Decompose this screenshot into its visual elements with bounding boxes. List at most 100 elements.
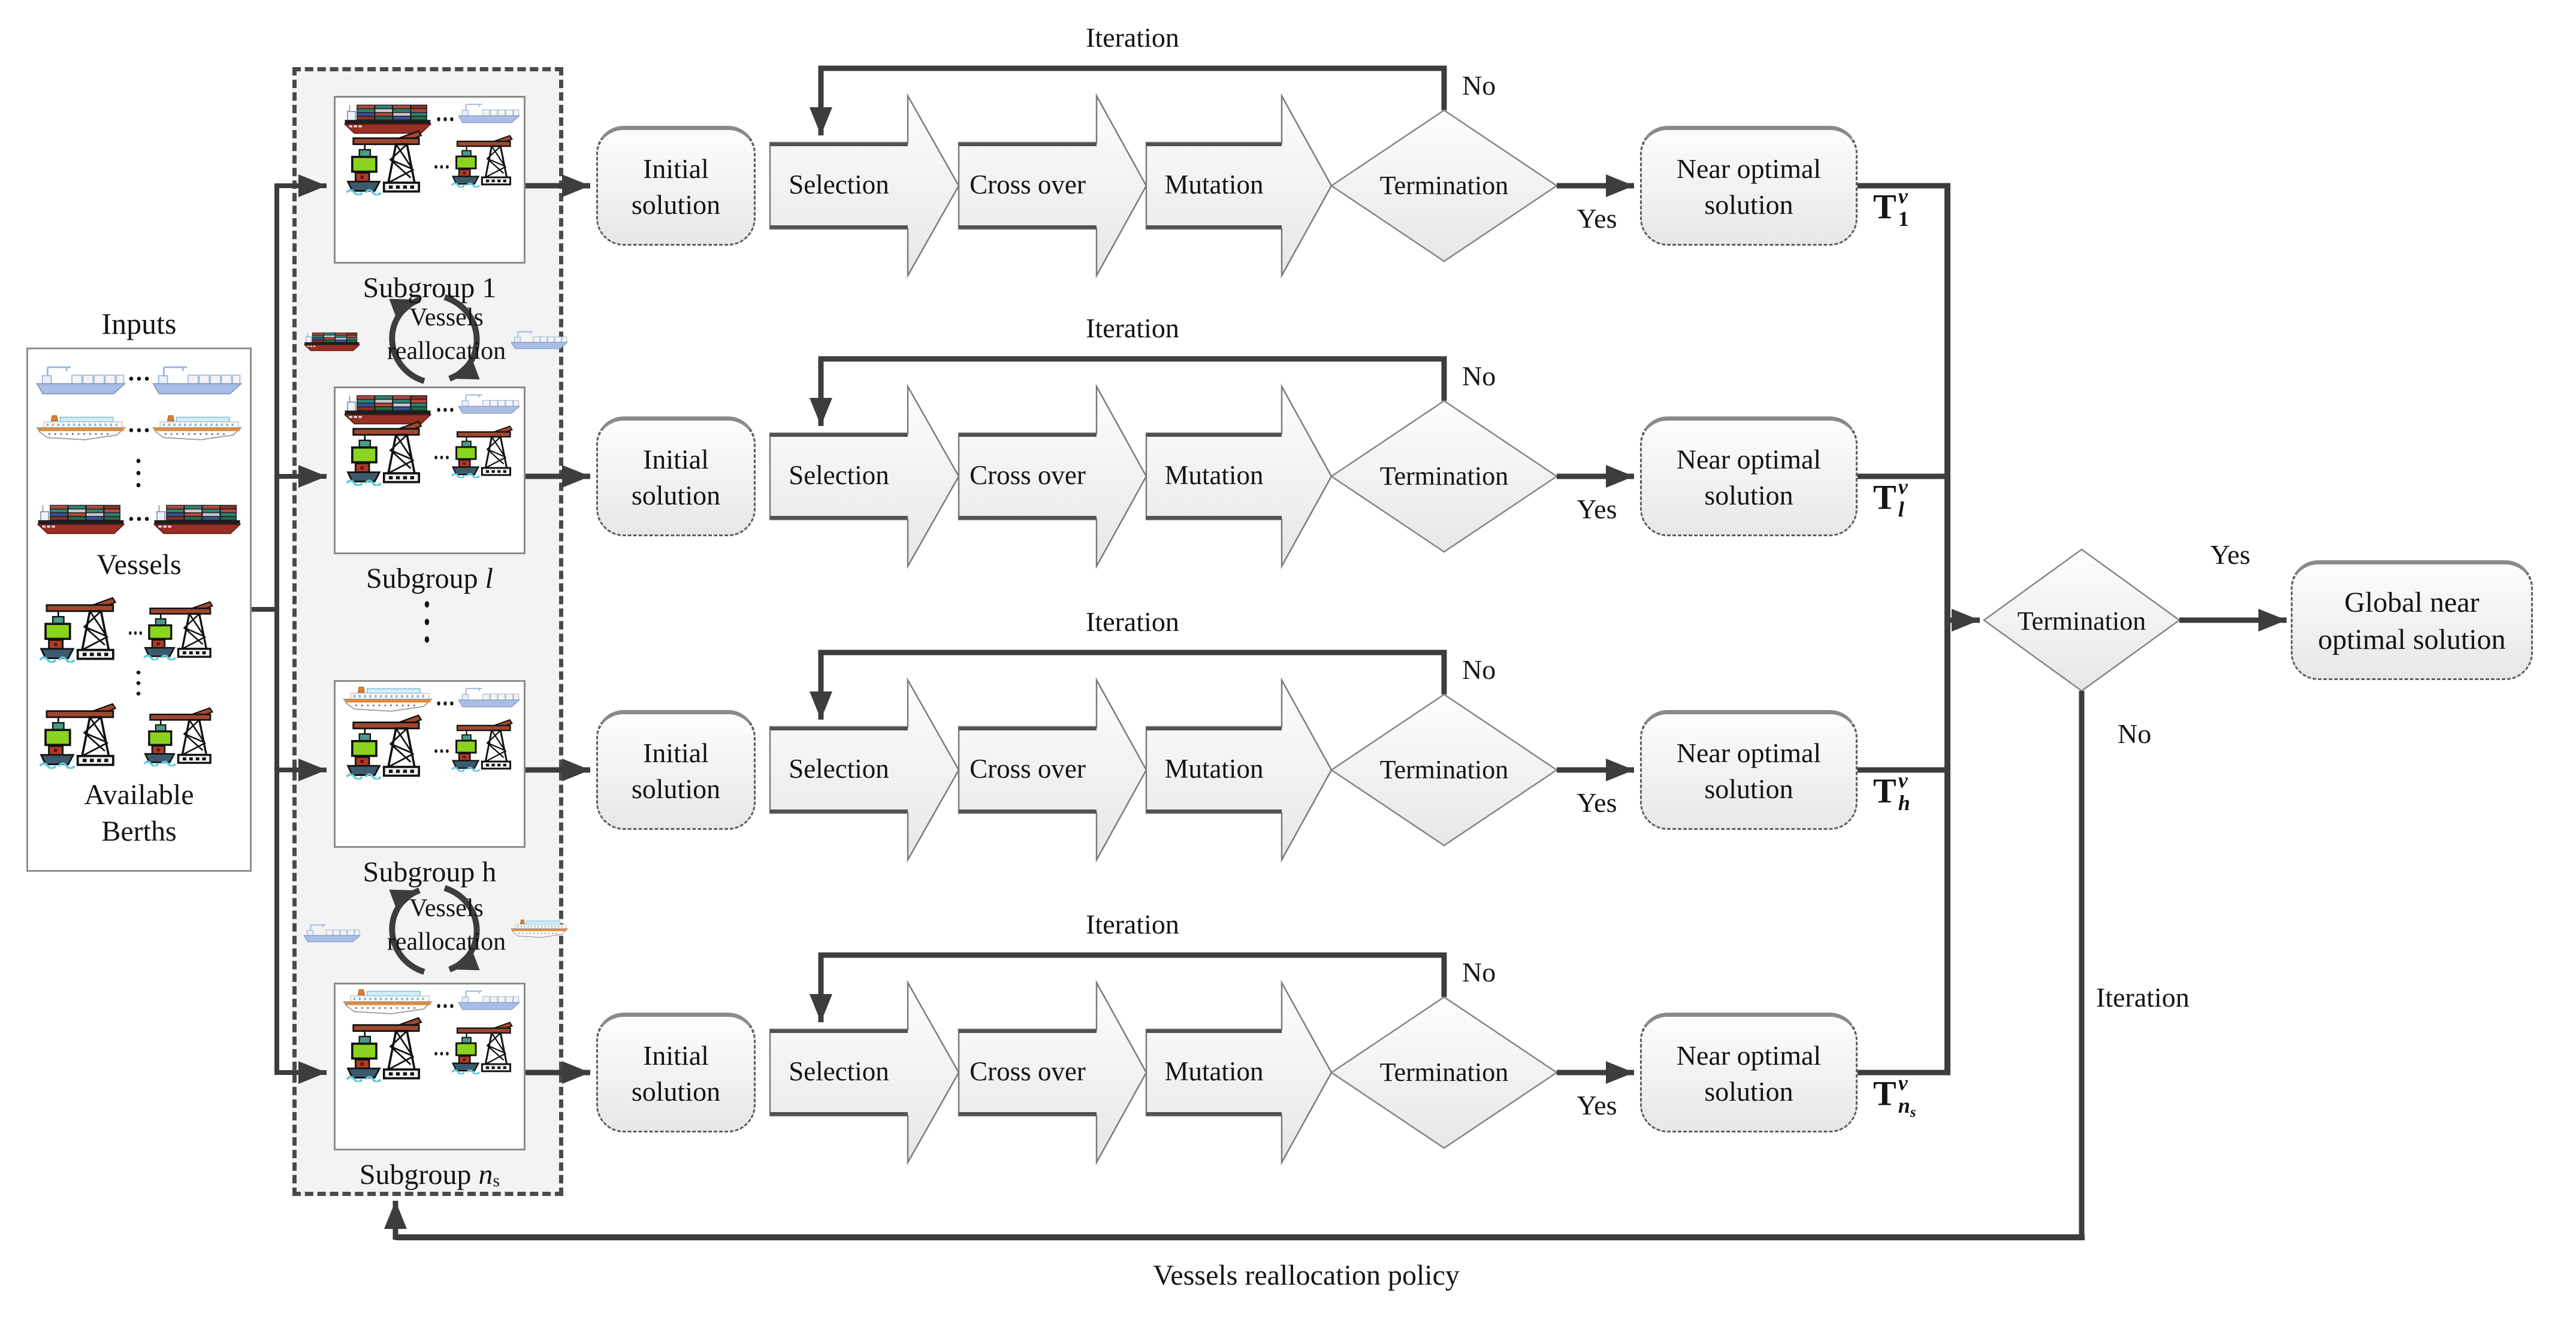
crane-berth-icon [345, 129, 433, 195]
subgroup-label-prefix: Subgroup [366, 563, 485, 594]
crane-berth-icon [143, 600, 223, 660]
crane-berth-icon [143, 706, 223, 766]
t-symbol-base: T [1873, 478, 1896, 516]
ellipsis-icon [434, 162, 449, 167]
near-optimal-solution-box-label: Near optimal solution [1676, 153, 1822, 220]
subgroup-label-var-sub: s [493, 1171, 500, 1191]
ellipsis-icon [128, 628, 143, 633]
t-symbol-base: T [1873, 771, 1896, 810]
initial-solution-box-label: Initial solution [631, 153, 721, 220]
ellipsis-icon [128, 425, 150, 431]
t-symbol-sub: h [1898, 791, 1910, 815]
selection-arrow-label: Selection [789, 754, 889, 784]
crane-berth-icon [451, 134, 521, 188]
final-no-label: No [2118, 718, 2152, 749]
vessels-reallocation-label-line1: Vessels [409, 304, 484, 331]
crossover-arrow-label: Cross over [970, 460, 1086, 490]
yes-label: Yes [1577, 1090, 1617, 1120]
initial-solution-box: Initial solution [596, 126, 756, 246]
crossover-arrow-label: Cross over [970, 1056, 1086, 1086]
t-symbol-subsub: s [1910, 1104, 1916, 1121]
ellipsis-icon [434, 452, 449, 458]
selection-arrow-label: Selection [789, 1056, 889, 1086]
t-symbol-base: T [1873, 1074, 1896, 1113]
final-iteration-label: Iteration [2096, 982, 2190, 1013]
final-termination-diamond-label: Termination [2017, 606, 2146, 636]
termination-diamond-label: Termination [1379, 1058, 1509, 1087]
near-optimal-solution-box: Near optimal solution [1640, 1013, 1858, 1132]
near-optimal-solution-box: Near optimal solution [1640, 416, 1858, 536]
subgroup-label-var: h [482, 856, 497, 888]
cruise-ship-icon [152, 415, 242, 443]
vessels-reallocation-policy-label: Vessels reallocation policy [1153, 1259, 1460, 1291]
available-berths-label: Available Berths [84, 779, 194, 848]
container-ship-icon [511, 328, 568, 349]
subgroup-label: Subgroup ns [334, 1156, 526, 1193]
ellipsis-icon [436, 1001, 454, 1007]
cruise-ship-icon [36, 415, 126, 443]
subgroup-label-var: 1 [482, 272, 497, 304]
ellipsis-icon [128, 514, 150, 520]
iteration-label: Iteration [1086, 909, 1179, 940]
no-label: No [1462, 957, 1496, 987]
ellipsis-icon [436, 114, 454, 120]
vertical-ellipsis-icon [135, 457, 141, 490]
initial-solution-box: Initial solution [596, 416, 756, 536]
termination-diamond-label: Termination [1379, 755, 1509, 784]
yes-label: Yes [1577, 787, 1617, 818]
t-symbol-sub: l [1898, 497, 1904, 522]
no-label: No [1462, 70, 1496, 101]
t-symbol-sup: v [1898, 768, 1908, 792]
initial-solution-box: Initial solution [596, 710, 756, 830]
crane-berth-icon [345, 420, 433, 486]
t-symbol-sup: v [1898, 184, 1908, 208]
iteration-label: Iteration [1086, 22, 1179, 53]
subgroup-label-prefix: Subgroup [363, 856, 482, 888]
termination-diamond-label: Termination [1379, 461, 1509, 491]
inputs-title: Inputs [101, 307, 177, 340]
selection-arrow-label: Selection [789, 170, 889, 200]
container-ship-icon [303, 922, 361, 943]
initial-solution-box-label: Initial solution [631, 1040, 721, 1107]
no-label: No [1462, 361, 1496, 391]
global-near-optimal-box: Global near optimal solution [2291, 560, 2533, 680]
cruise-ship-icon [511, 919, 568, 940]
selection-arrow-label: Selection [789, 460, 889, 490]
cruise-ship-icon [343, 686, 433, 715]
no-label: No [1462, 654, 1496, 685]
mutation-arrow-label: Mutation [1164, 1056, 1264, 1086]
initial-solution-box-label: Initial solution [631, 738, 721, 804]
t-symbol-sub: 1 [1898, 207, 1909, 231]
iteration-label: Iteration [1086, 606, 1179, 637]
mutation-arrow-label: Mutation [1164, 170, 1264, 200]
crane-berth-icon [451, 1021, 521, 1074]
t-symbol-base: T [1873, 187, 1896, 226]
yes-label: Yes [1577, 203, 1617, 234]
crossover-arrow-label: Cross over [970, 754, 1086, 784]
cargo-ship-icon [36, 502, 126, 535]
t-symbol-sub: n [1898, 1094, 1910, 1118]
container-ship-icon [36, 362, 126, 395]
ellipsis-icon [128, 374, 150, 380]
vessels-reallocation-label-line1: Vessels [409, 895, 484, 922]
near-optimal-solution-box-label: Near optimal solution [1676, 738, 1822, 804]
subgroup-label: Subgroup l [334, 560, 526, 597]
container-ship-icon [458, 391, 520, 414]
ellipsis-icon [434, 746, 449, 751]
initial-solution-box-label: Initial solution [631, 444, 721, 511]
mutation-arrow-label: Mutation [1164, 460, 1264, 490]
termination-diamond-label: Termination [1379, 171, 1509, 200]
crane-berth-icon [38, 702, 127, 769]
near-optimal-solution-box: Near optimal solution [1640, 710, 1858, 830]
crane-berth-icon [345, 714, 433, 780]
container-ship-icon [458, 101, 520, 123]
crane-berth-icon [38, 596, 127, 663]
initial-solution-box: Initial solution [596, 1013, 756, 1132]
subgroup-label-prefix: Subgroup [363, 272, 482, 304]
yes-label: Yes [1577, 494, 1617, 524]
t-symbol-sup: v [1898, 475, 1908, 499]
